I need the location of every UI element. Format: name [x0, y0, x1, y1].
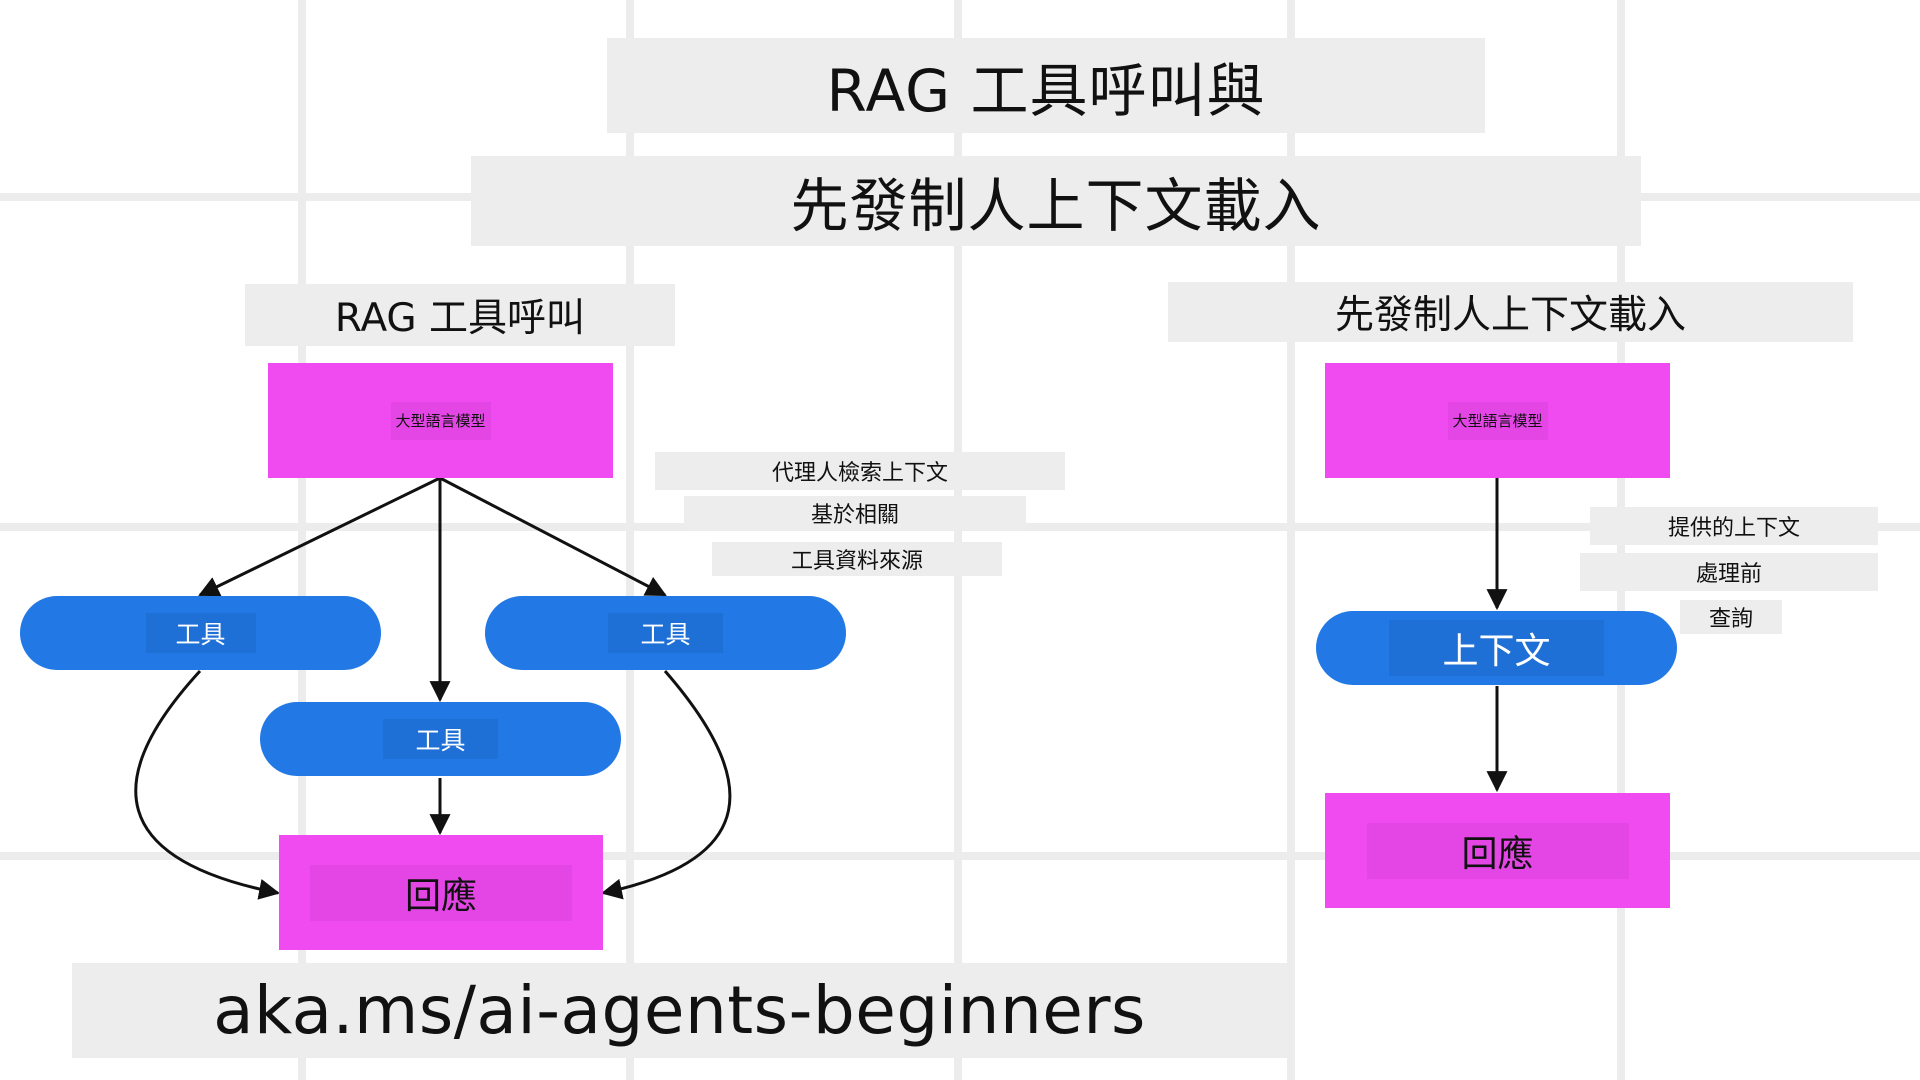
right-llm-label: 大型語言模型 — [1452, 412, 1543, 430]
right-response-label-box: 回應 — [1366, 822, 1629, 879]
tool-center-label-box: 工具 — [383, 719, 498, 759]
tool-center-pill: 工具 — [260, 702, 621, 776]
right-note-line2: 處理前 — [1695, 562, 1762, 587]
arrow-tool-right-to-response — [600, 670, 732, 900]
grid-line — [1287, 0, 1295, 1080]
context-label: 上下文 — [1442, 631, 1551, 672]
tool-right-pill: 工具 — [485, 596, 846, 670]
right-panel-heading: 先發制人上下文載入 — [1334, 293, 1686, 338]
tool-center-label: 工具 — [415, 726, 466, 755]
context-pill: 上下文 — [1316, 611, 1677, 685]
tool-right-label-box: 工具 — [608, 613, 723, 653]
left-note-line1-box: 代理人檢索上下文 — [655, 452, 1065, 490]
left-note-line3-box: 工具資料來源 — [712, 542, 1002, 576]
right-response-label: 回應 — [1461, 833, 1534, 875]
left-llm-label: 大型語言模型 — [395, 412, 486, 430]
left-note-line1: 代理人檢索上下文 — [771, 461, 948, 486]
page-title-line1: RAG 工具呼叫與 — [826, 56, 1266, 125]
right-llm-label-box: 大型語言模型 — [1447, 401, 1548, 440]
left-note-line2: 基於相關 — [810, 503, 899, 528]
right-note-line1-box: 提供的上下文 — [1590, 507, 1878, 545]
left-response-box: 回應 — [279, 835, 603, 950]
arrow-llm-to-tool-left — [198, 476, 441, 597]
arrow-tool-left-to-response — [134, 669, 281, 900]
title-line1-box: RAG 工具呼叫與 — [607, 38, 1485, 133]
context-label-box: 上下文 — [1389, 620, 1604, 676]
right-note-line3-box: 查詢 — [1680, 600, 1782, 634]
left-panel-heading: RAG 工具呼叫 — [334, 296, 586, 341]
right-note-line1: 提供的上下文 — [1667, 516, 1800, 541]
tool-left-pill: 工具 — [20, 596, 381, 670]
grid-line — [0, 852, 1920, 860]
left-response-label-box: 回應 — [310, 864, 572, 921]
grid-line — [626, 0, 634, 1080]
right-response-box: 回應 — [1325, 793, 1670, 908]
tool-left-label-box: 工具 — [145, 613, 256, 653]
right-llm-box: 大型語言模型 — [1325, 363, 1670, 478]
arrow-llm-to-tool-right — [439, 476, 667, 597]
left-llm-label-box: 大型語言模型 — [390, 401, 491, 440]
right-note-line3: 查詢 — [1708, 607, 1753, 632]
left-llm-box: 大型語言模型 — [268, 363, 613, 478]
tool-left-label: 工具 — [175, 620, 226, 649]
right-note-line2-box: 處理前 — [1580, 553, 1878, 591]
grid-line — [298, 0, 306, 1080]
left-note-line3: 工具資料來源 — [790, 549, 923, 574]
right-panel-heading-box: 先發制人上下文載入 — [1168, 282, 1853, 342]
tool-right-label: 工具 — [640, 620, 691, 649]
grid-line — [954, 0, 962, 1080]
footer-url: aka.ms/ai-agents-beginners — [213, 972, 1146, 1049]
left-panel-heading-box: RAG 工具呼叫 — [245, 284, 675, 346]
page-title-line2: 先發制人上下文載入 — [790, 172, 1322, 240]
left-note-line2-box: 基於相關 — [684, 496, 1026, 530]
footer-link-box: aka.ms/ai-agents-beginners — [72, 963, 1287, 1058]
left-response-label: 回應 — [404, 875, 477, 917]
title-line2-box: 先發制人上下文載入 — [471, 156, 1641, 246]
